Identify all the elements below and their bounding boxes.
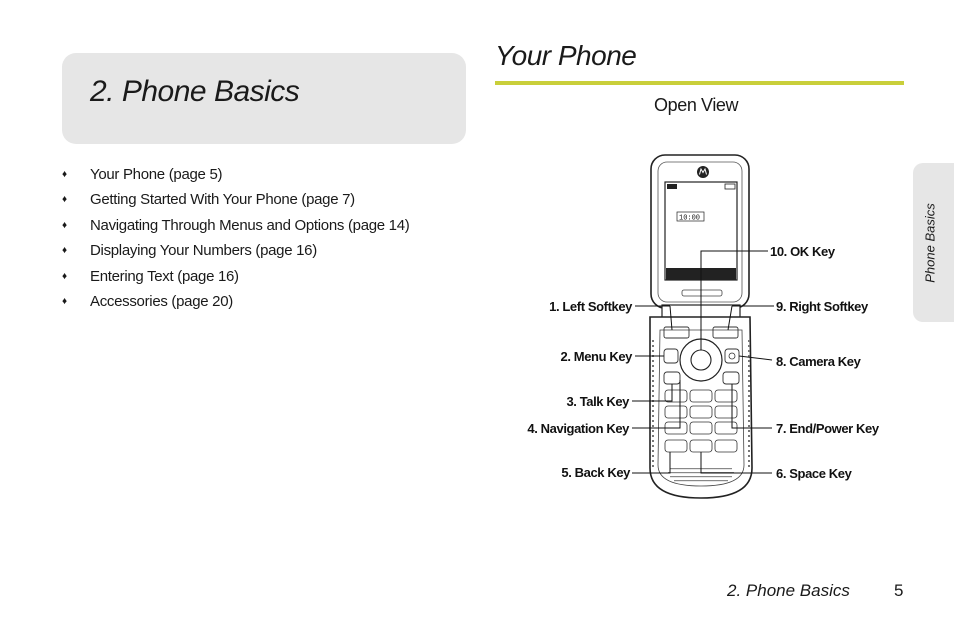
phone-diagram: 10:00 — [527, 154, 880, 499]
phone-screen-time: 10:00 — [679, 215, 700, 223]
diamond-bullet-icon: ♦ — [62, 295, 67, 307]
toc-link[interactable]: Displaying Your Numbers (page 16) — [90, 242, 317, 260]
chapter-contents-list: ♦ Your Phone (page 5) ♦ Getting Started Wi… — [62, 164, 410, 316]
toc-link[interactable]: Navigating Through Menus and Options (pa… — [90, 216, 410, 234]
chapter-title: 2. Phone Basics — [90, 75, 300, 108]
callout-left-softkey: 1. Left Softkey — [549, 299, 633, 314]
list-item[interactable]: ♦ Displaying Your Numbers (page 16) — [62, 240, 409, 265]
callout-space-key: 6. Space Key — [776, 466, 853, 481]
diamond-bullet-icon: ♦ — [62, 245, 67, 257]
callout-talk-key: 3. Talk Key — [566, 394, 630, 409]
diamond-bullet-icon: ♦ — [62, 270, 67, 282]
list-item[interactable]: ♦ Accessories (page 20) — [62, 291, 409, 316]
side-tab-label: Phone Basics — [922, 202, 938, 283]
callout-camera-key: 8. Camera Key — [776, 354, 862, 369]
section-rule — [495, 81, 904, 85]
callout-back-key: 5. Back Key — [561, 465, 631, 480]
end-power-key[interactable] — [722, 371, 740, 385]
callout-navigation-key: 4. Navigation Key — [527, 421, 630, 436]
callout-menu-key: 2. Menu Key — [561, 349, 634, 364]
diamond-bullet-icon: ♦ — [62, 194, 67, 206]
camera-icon — [728, 352, 736, 360]
back-key[interactable] — [664, 439, 688, 453]
toc-link[interactable]: Accessories (page 20) — [90, 292, 233, 310]
chapter-header-box: 2. Phone Basics — [62, 53, 466, 144]
list-item[interactable]: ♦ Navigating Through Menus and Options (p… — [62, 215, 410, 240]
left-softkey[interactable] — [663, 326, 690, 339]
phone-lower-body — [649, 316, 753, 499]
phone-upper-flip: 10:00 — [650, 154, 750, 309]
battery-icon — [724, 183, 736, 190]
callout-leaders — [632, 250, 774, 474]
signal-icon — [667, 184, 677, 189]
footer-chapter: 2. Phone Basics — [727, 581, 850, 600]
page-number: 5 — [894, 581, 904, 600]
diamond-bullet-icon: ♦ — [62, 169, 67, 180]
diamond-bullet-icon: ♦ — [62, 219, 67, 231]
list-item[interactable]: ♦ Entering Text (page 16) — [62, 266, 409, 291]
toc-link[interactable]: Getting Started With Your Phone (page 7) — [90, 191, 355, 209]
list-item[interactable]: ♦ Getting Started With Your Phone (page 7… — [62, 189, 409, 214]
toc-link[interactable]: Entering Text (page 16) — [90, 267, 239, 285]
section-title: Your Phone — [495, 40, 637, 71]
chapter-side-tab: Phone Basics — [913, 163, 954, 322]
clock-box — [676, 211, 705, 222]
callout-ok-key: 10. OK Key — [770, 244, 836, 259]
callout-end-power-key: 7. End/Power Key — [776, 421, 880, 436]
list-item[interactable]: ♦ Your Phone (page 5) — [62, 164, 409, 189]
toc-link[interactable]: Your Phone (page 5) — [90, 166, 223, 183]
motorola-logo-icon — [697, 166, 709, 178]
right-softkey[interactable] — [712, 326, 739, 339]
callout-right-softkey: 9. Right Softkey — [776, 299, 869, 314]
subheading: Open View — [654, 95, 739, 115]
